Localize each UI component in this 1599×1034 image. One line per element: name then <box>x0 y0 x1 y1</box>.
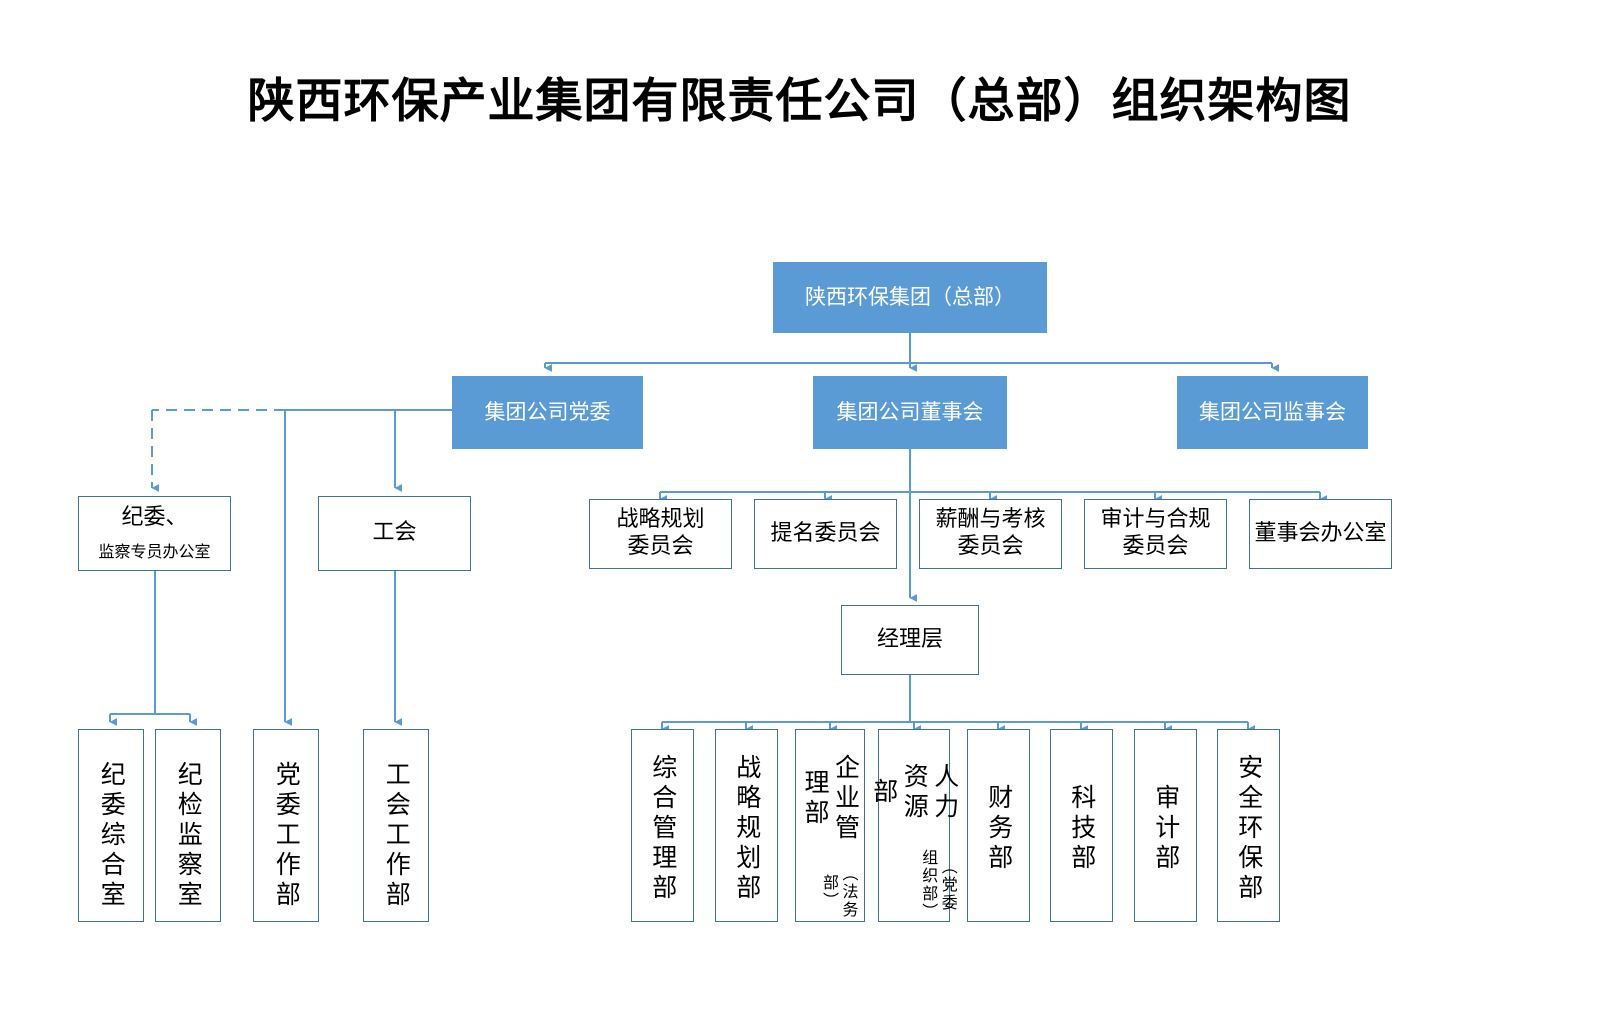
node-label: 工会 <box>372 520 417 546</box>
node-label: 企业管理部 <box>801 754 861 845</box>
node-label-2: 委员会 <box>957 534 1024 559</box>
node-dept-enterprise-management[interactable]: 企业管理部 （法务部） <box>795 729 865 922</box>
node-sublabel: （党委组织部） <box>919 849 958 922</box>
node-sublabel: 监察专员办公室 <box>98 542 211 562</box>
node-label-stack: 人力资源部 （党委组织部） <box>868 730 960 922</box>
node-sublabel: （法务部） <box>819 864 859 919</box>
node-label: 人力资源部 <box>869 762 960 823</box>
node-label: 综合管理部 <box>648 753 678 904</box>
page-title: 陕西环保产业集团有限责任公司（总部）组织架构图 <box>247 74 1352 129</box>
node-label-2: 委员会 <box>1122 534 1189 559</box>
node-label: 安全环保部 <box>1234 753 1264 904</box>
node-label: 审计部 <box>1151 783 1181 874</box>
node-dept-discipline-supervision-office[interactable]: 纪检监察室 <box>155 729 221 922</box>
node-committee-strategy-planning[interactable]: 战略规划 委员会 <box>589 499 732 569</box>
node-board-office[interactable]: 董事会办公室 <box>1249 499 1392 569</box>
node-label-stack: 企业管理部 （法务部） <box>800 730 861 921</box>
node-label: 提名委员会 <box>770 520 881 546</box>
node-label-stack: 薪酬与考核 委员会 <box>935 507 1045 561</box>
node-committee-compensation-appraisal[interactable]: 薪酬与考核 委员会 <box>919 499 1062 569</box>
node-committee-nomination[interactable]: 提名委员会 <box>754 499 897 569</box>
node-label: 集团公司监事会 <box>1199 399 1346 424</box>
node-label-stack: 战略规划 委员会 <box>616 507 704 561</box>
node-label: 审计与合规 <box>1100 507 1211 533</box>
node-dept-party-work[interactable]: 党委工作部 <box>253 729 319 922</box>
node-label-stack: 审计部 <box>1150 730 1181 921</box>
node-dept-human-resources[interactable]: 人力资源部 （党委组织部） <box>870 729 960 922</box>
node-label: 财务部 <box>984 783 1014 874</box>
node-label: 经理层 <box>876 626 943 652</box>
node-board-of-supervisors[interactable]: 集团公司监事会 <box>1177 376 1368 449</box>
node-board-of-directors[interactable]: 集团公司董事会 <box>813 376 1007 449</box>
node-dept-safety-environment[interactable]: 安全环保部 <box>1217 729 1280 922</box>
node-label-stack: 综合管理部 <box>647 730 678 921</box>
node-label-stack: 纪检监察室 <box>173 730 204 921</box>
node-labor-union[interactable]: 工会 <box>318 496 471 571</box>
node-dept-discipline-general-office[interactable]: 纪委综合室 <box>78 729 144 922</box>
node-dept-science-technology[interactable]: 科技部 <box>1050 729 1113 922</box>
node-label-stack: 董事会办公室 <box>1254 521 1386 548</box>
node-discipline-inspection-office[interactable]: 纪委、 监察专员办公室 <box>78 496 231 571</box>
node-label: 集团公司党委 <box>484 399 611 424</box>
node-label-stack: 纪委、 监察专员办公室 <box>98 505 210 561</box>
node-dept-general-management[interactable]: 综合管理部 <box>631 729 694 922</box>
node-dept-audit[interactable]: 审计部 <box>1134 729 1197 922</box>
node-label-stack: 党委工作部 <box>271 730 302 921</box>
node-dept-union-work[interactable]: 工会工作部 <box>363 729 429 922</box>
node-label: 董事会办公室 <box>1254 520 1387 546</box>
node-management-layer[interactable]: 经理层 <box>841 605 979 675</box>
node-dept-strategy-planning[interactable]: 战略规划部 <box>715 729 778 922</box>
node-label: 科技部 <box>1067 783 1097 874</box>
node-party-committee[interactable]: 集团公司党委 <box>452 376 643 449</box>
node-label-stack: 提名委员会 <box>770 521 880 548</box>
node-label-stack: 纪委综合室 <box>96 730 127 921</box>
node-label-stack: 审计与合规 委员会 <box>1100 507 1210 561</box>
node-label-stack: 财务部 <box>983 730 1014 921</box>
node-label-stack: 战略规划部 <box>731 730 762 921</box>
node-label-stack: 安全环保部 <box>1233 730 1264 921</box>
node-committee-audit-compliance[interactable]: 审计与合规 委员会 <box>1084 499 1227 569</box>
node-label-stack: 工会工作部 <box>381 730 412 921</box>
node-label: 薪酬与考核 <box>935 507 1046 533</box>
node-label: 集团公司董事会 <box>836 399 984 424</box>
node-label-2: 委员会 <box>627 534 694 559</box>
node-label: 纪检监察室 <box>174 760 204 911</box>
node-label-stack: 科技部 <box>1066 730 1097 921</box>
node-group-headquarters[interactable]: 陕西环保集团（总部） <box>773 262 1047 333</box>
node-label: 纪委、 <box>121 505 188 531</box>
node-label: 党委工作部 <box>272 760 302 911</box>
node-label: 战略规划部 <box>732 753 762 904</box>
node-dept-finance[interactable]: 财务部 <box>967 729 1030 922</box>
node-label: 陕西环保集团（总部） <box>805 284 1015 309</box>
node-label: 战略规划 <box>616 507 705 533</box>
node-label: 工会工作部 <box>382 760 412 911</box>
node-label: 纪委综合室 <box>97 760 127 911</box>
